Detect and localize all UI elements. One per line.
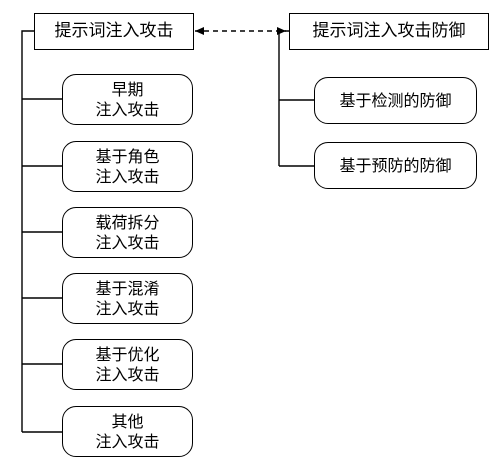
attack-root-label: 提示词注入攻击 [54,20,174,41]
attack-type-line1: 基于混淆 [95,278,160,298]
attack-type-line2: 注入攻击 [95,431,160,451]
attack-type-line1: 其他 [111,411,144,431]
attack-type-obfuscation: 基于混淆 注入攻击 [62,273,193,324]
attack-tree-connectors [21,30,62,433]
attack-type-other: 其他 注入攻击 [62,406,193,457]
attack-type-line1: 基于优化 [95,344,160,364]
defense-type-prevention: 基于预防的防御 [314,142,477,189]
attack-type-line2: 注入攻击 [95,298,160,318]
attack-type-early: 早期 注入攻击 [62,74,193,125]
attack-type-optimization: 基于优化 注入攻击 [62,339,193,390]
attack-type-line1: 载荷拆分 [95,212,160,232]
attack-type-line1: 基于角色 [95,146,160,166]
defense-type-label: 基于预防的防御 [339,155,452,175]
defense-tree-connectors [278,30,314,167]
attack-type-role-based: 基于角色 注入攻击 [62,141,193,192]
defense-type-detection: 基于检测的防御 [314,77,477,124]
attack-root-box: 提示词注入攻击 [34,13,194,50]
attack-type-line1: 早期 [111,79,144,99]
attack-type-line2: 注入攻击 [95,232,160,252]
attack-type-line2: 注入攻击 [95,99,160,119]
defense-type-label: 基于检测的防御 [339,90,452,110]
defense-root-box: 提示词注入攻击防御 [289,13,489,50]
attack-type-payload-splitting: 载荷拆分 注入攻击 [62,207,193,258]
defense-root-label: 提示词注入攻击防御 [312,20,466,41]
attack-type-line2: 注入攻击 [95,166,160,186]
attack-type-line2: 注入攻击 [95,364,160,384]
